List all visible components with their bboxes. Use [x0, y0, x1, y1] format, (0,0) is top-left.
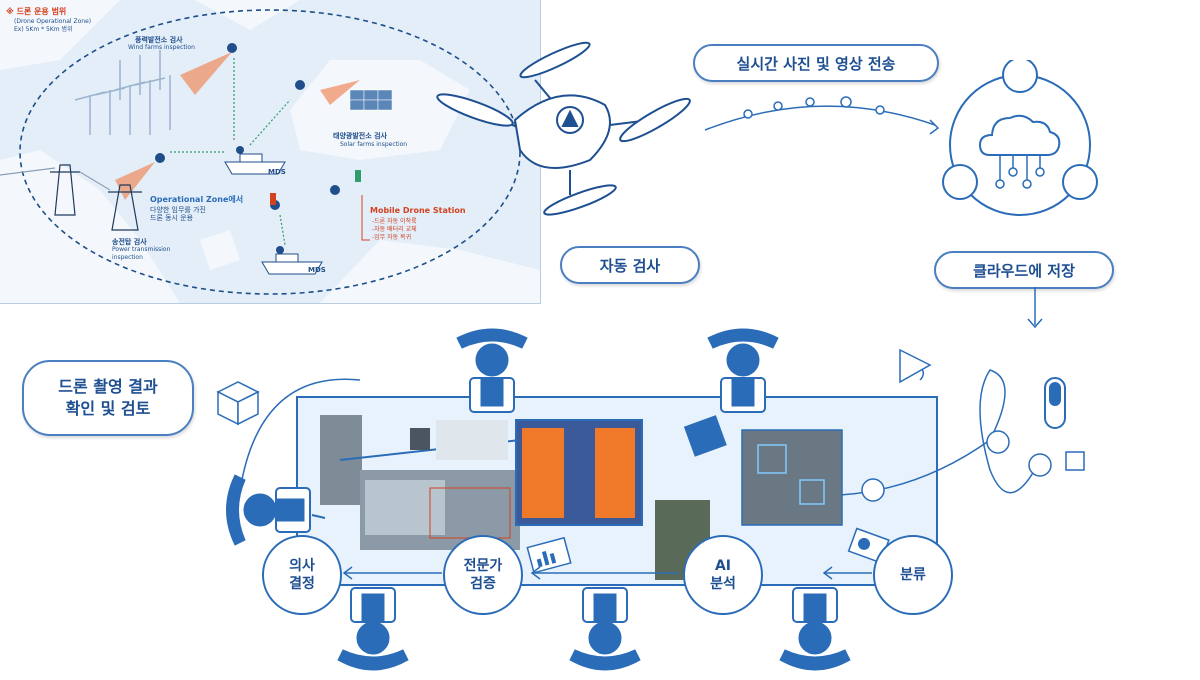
classify-step: 분류 — [873, 535, 953, 615]
power-label: 송전탑 검사 — [112, 238, 147, 246]
review-label-line2: 확인 및 검토 — [65, 399, 151, 418]
op-zone-title: Operational Zone에서 — [150, 195, 244, 204]
down-arrow-icon — [1027, 287, 1043, 329]
op-zone-line3: 드론 동시 운용 — [150, 214, 194, 222]
expert-step-line1: 전문가 — [463, 558, 503, 574]
solar-label: 태양광발전소 검사 — [333, 132, 387, 140]
ai-analysis-step: AI 분석 — [683, 535, 763, 615]
mobile-line3: -임무 자동 복귀 — [372, 234, 412, 241]
review-label: 드론 촬영 결과 확인 및 검토 — [22, 360, 194, 436]
transmission-line — [704, 96, 940, 135]
mobile-line1: -드론 자동 이착륙 — [372, 218, 417, 225]
mobile-station-title: Mobile Drone Station — [370, 206, 466, 215]
legend-subtitle: (Drone Operational Zone) — [14, 18, 92, 25]
wind-label: 풍력발전소 검사 — [135, 36, 183, 44]
ai-step-line1: AI — [714, 558, 732, 574]
decision-step-line1: 의사 — [289, 558, 315, 574]
legend-range: Ex) 5Km * 5Km 범위 — [14, 26, 73, 33]
review-label-line1: 드론 촬영 결과 — [58, 377, 158, 396]
cloud-save-label: 클라우드에 저장 — [934, 251, 1114, 289]
realtime-transfer-label: 실시간 사진 및 영상 전송 — [693, 44, 939, 82]
op-zone-line2: 다양한 임무를 가진 — [150, 206, 206, 214]
drone-operational-map: ※ 드론 운용 범위 (Drone Operational Zone) Ex) … — [0, 0, 541, 304]
legend-title: ※ 드론 운용 범위 — [6, 7, 67, 16]
auto-inspect-label: 자동 검사 — [560, 246, 700, 284]
decision-step: 의사 결정 — [262, 535, 342, 615]
meeting-table-graphic — [216, 328, 1085, 671]
power-label-en1: Power transmission — [112, 246, 171, 253]
classify-step-label: 분류 — [900, 567, 926, 583]
drone-icon — [436, 41, 691, 216]
mds-label-2: MDS — [308, 266, 326, 274]
expert-verify-step: 전문가 검증 — [443, 535, 523, 615]
wind-label-en: Wind farms inspection — [128, 44, 195, 51]
power-label-en2: inspection — [112, 254, 143, 261]
map-graphic — [0, 0, 540, 303]
mds-label-1: MDS — [268, 168, 286, 176]
expert-step-line2: 검증 — [470, 576, 496, 592]
mobile-line2: -자동 배터리 교체 — [372, 226, 417, 233]
decision-step-line2: 결정 — [289, 576, 315, 592]
cloud-icon — [942, 60, 1098, 216]
solar-label-en: Solar farms inspection — [340, 141, 408, 148]
ai-step-line2: 분석 — [710, 576, 736, 592]
